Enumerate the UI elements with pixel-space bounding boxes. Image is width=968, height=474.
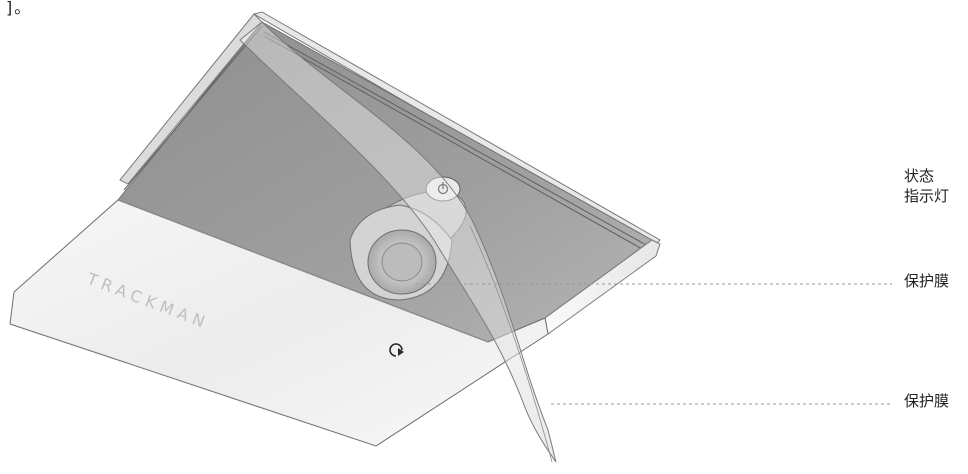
status-label-line1: 状态	[904, 166, 949, 186]
status-indicator-label: 状态 指示灯	[904, 166, 949, 206]
protective-film-label-lower: 保护膜	[904, 391, 949, 411]
status-label-line2: 指示灯	[904, 186, 949, 206]
protective-film-label-upper: 保护膜	[904, 271, 949, 291]
